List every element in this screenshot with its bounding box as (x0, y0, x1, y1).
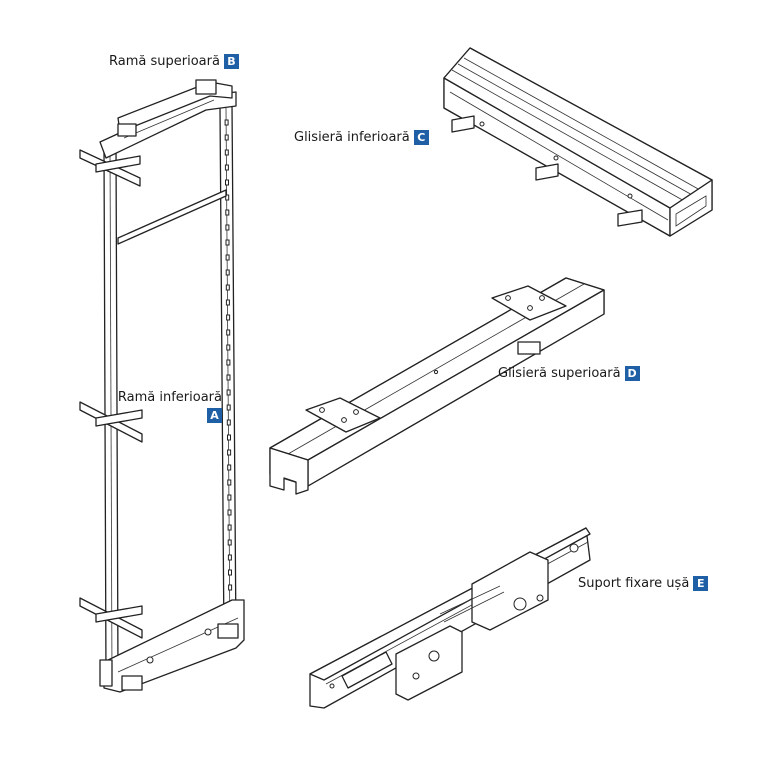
label-frame-bottom: Ramă inferioară A (112, 388, 222, 423)
frame-hole (224, 119, 229, 126)
frame-hole (226, 404, 231, 411)
frame-hole (226, 374, 231, 381)
frame-drawing (79, 79, 245, 693)
letter-badge: B (223, 54, 239, 69)
frame-hole (225, 239, 230, 246)
label-text: Glisieră inferioară (294, 130, 410, 145)
top-rail-drawing (269, 277, 605, 495)
frame-hole (225, 194, 230, 201)
label-bottom-rail: Glisieră inferioară C (294, 130, 429, 145)
frame-hole (227, 494, 232, 501)
label-text: Ramă superioară (109, 54, 220, 69)
label-door-bracket: Suport fixare ușă E (578, 576, 709, 591)
frame-hole (227, 464, 232, 471)
frame-hole (226, 344, 231, 351)
frame-hole (227, 449, 232, 456)
frame-hole (228, 584, 233, 591)
frame-hole (224, 149, 229, 156)
frame-hole (227, 554, 232, 561)
letter-badge: A (207, 408, 222, 423)
frame-hole (226, 329, 231, 336)
letter-badge: C (413, 130, 429, 145)
frame-hole (225, 269, 230, 276)
label-text: Ramă inferioară (117, 390, 222, 405)
label-frame-top: Ramă superioară B (109, 54, 239, 69)
door-bracket-drawing (309, 527, 591, 709)
frame-hole (225, 224, 230, 231)
label-text: Suport fixare ușă (578, 576, 690, 591)
frame-hole (225, 179, 229, 186)
frame-hole (226, 419, 231, 426)
frame-hole (226, 359, 231, 366)
frame-hole (227, 509, 232, 516)
label-top-rail: Glisieră superioară D (498, 366, 640, 381)
frame-hole (228, 569, 232, 576)
frame-hole (224, 134, 229, 141)
frame-hole (227, 479, 232, 486)
letter-badge: E (693, 576, 709, 591)
frame-hole (227, 524, 232, 531)
frame-hole (227, 539, 232, 546)
frame-hole (227, 434, 231, 441)
label-text: Glisieră superioară (498, 366, 621, 381)
letter-badge: D (624, 366, 640, 381)
frame-hole (226, 314, 231, 321)
frame-hole (225, 209, 230, 216)
frame-hole (225, 284, 230, 291)
frame-hole (224, 164, 229, 171)
bottom-rail-drawing (443, 47, 713, 237)
frame-hole (225, 254, 230, 261)
frame-hole (226, 389, 231, 396)
frame-hole (225, 299, 230, 306)
